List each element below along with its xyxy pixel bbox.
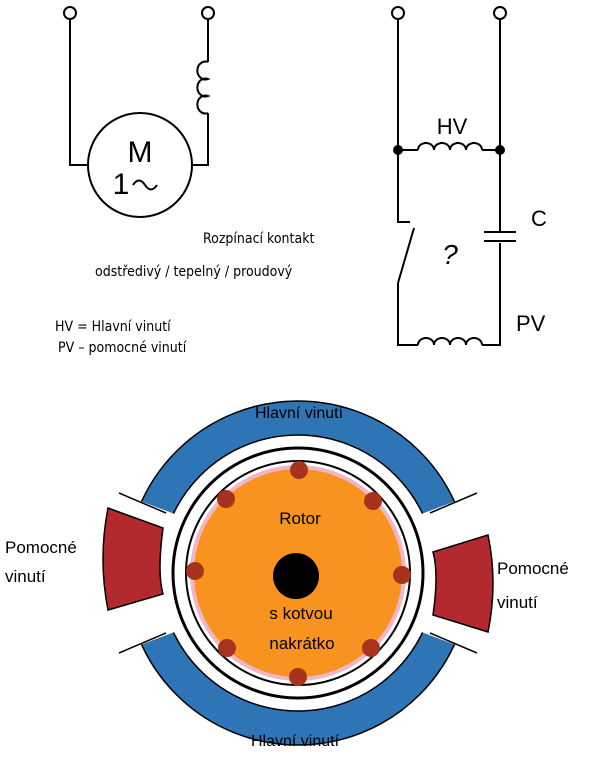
- rotor-bar: [217, 490, 235, 508]
- junction-dot-left: [393, 145, 403, 155]
- aux-winding-left: [102, 506, 164, 611]
- note-contact-line1: Rozpínací kontakt: [203, 231, 314, 247]
- label-capacitor: C: [531, 206, 547, 231]
- ring-gap-edge-l2: [118, 632, 167, 654]
- switch-contact-icon: [397, 227, 415, 284]
- rotor-bar: [186, 562, 204, 580]
- note-contact-line2: odstředivý / tepelný / proudový: [95, 264, 293, 280]
- aux-winding-coil-icon: [417, 337, 483, 346]
- label-aux-left-2: vinutí: [5, 567, 46, 586]
- rotor-bar: [362, 639, 380, 657]
- label-aux-right-1: Pomocné: [497, 559, 569, 578]
- wire-switch-top: [397, 150, 410, 223]
- rotor-bar: [393, 566, 411, 584]
- label-aux-right-2: vinutí: [497, 593, 538, 612]
- rotor-bar: [218, 639, 236, 657]
- ring-gap-edge-l1: [118, 492, 167, 514]
- motor-phase-number: 1: [113, 168, 130, 201]
- stator-inner-ring: [171, 446, 425, 700]
- ac-tilde-icon: [132, 179, 158, 191]
- cross-section: [100, 400, 496, 746]
- schematic-circuit: [391, 6, 516, 346]
- terminal-left-1: [63, 6, 77, 20]
- rotor-bar: [364, 492, 382, 510]
- junction-dot-right: [495, 145, 505, 155]
- wire-left: [69, 19, 88, 166]
- label-aux-left-1: Pomocné: [5, 538, 77, 557]
- label-rotor-2: s kotvou: [269, 604, 332, 623]
- terminal-right-1: [391, 6, 405, 20]
- wire-switch-bottom: [397, 283, 418, 346]
- motor-circle: [87, 112, 193, 218]
- label-main-winding-bottom: Hlavní vinutí: [251, 733, 340, 750]
- switch-question-mark: ?: [442, 239, 458, 270]
- label-rotor-3: nakrátko: [269, 634, 334, 653]
- label-rotor-1: Rotor: [279, 509, 321, 528]
- aux-winding-right: [432, 534, 494, 633]
- wire-pv-right: [482, 243, 501, 346]
- legend-hv: HV = Hlavní vinutí: [55, 319, 171, 335]
- terminal-left-2: [201, 6, 215, 20]
- inductor-coil-icon: [196, 60, 211, 115]
- main-winding-coil-icon: [417, 142, 483, 151]
- motor-letter: M: [128, 136, 153, 169]
- wire-right-bottom: [192, 113, 209, 166]
- ring-gap-edge-r1: [429, 492, 478, 514]
- rotor-bar: [289, 668, 307, 686]
- terminal-right-2: [493, 6, 507, 20]
- label-hv: HV: [437, 114, 468, 139]
- rotor-shaft: [273, 553, 319, 599]
- legend-pv: PV – pomocné vinutí: [58, 340, 187, 356]
- label-main-winding-top: Hlavní vinutí: [255, 405, 344, 422]
- rotor-bar: [290, 461, 308, 479]
- ring-gap-edge-r2: [429, 632, 478, 654]
- label-pv: PV: [516, 311, 546, 336]
- motor-symbol-circuit: [63, 6, 215, 218]
